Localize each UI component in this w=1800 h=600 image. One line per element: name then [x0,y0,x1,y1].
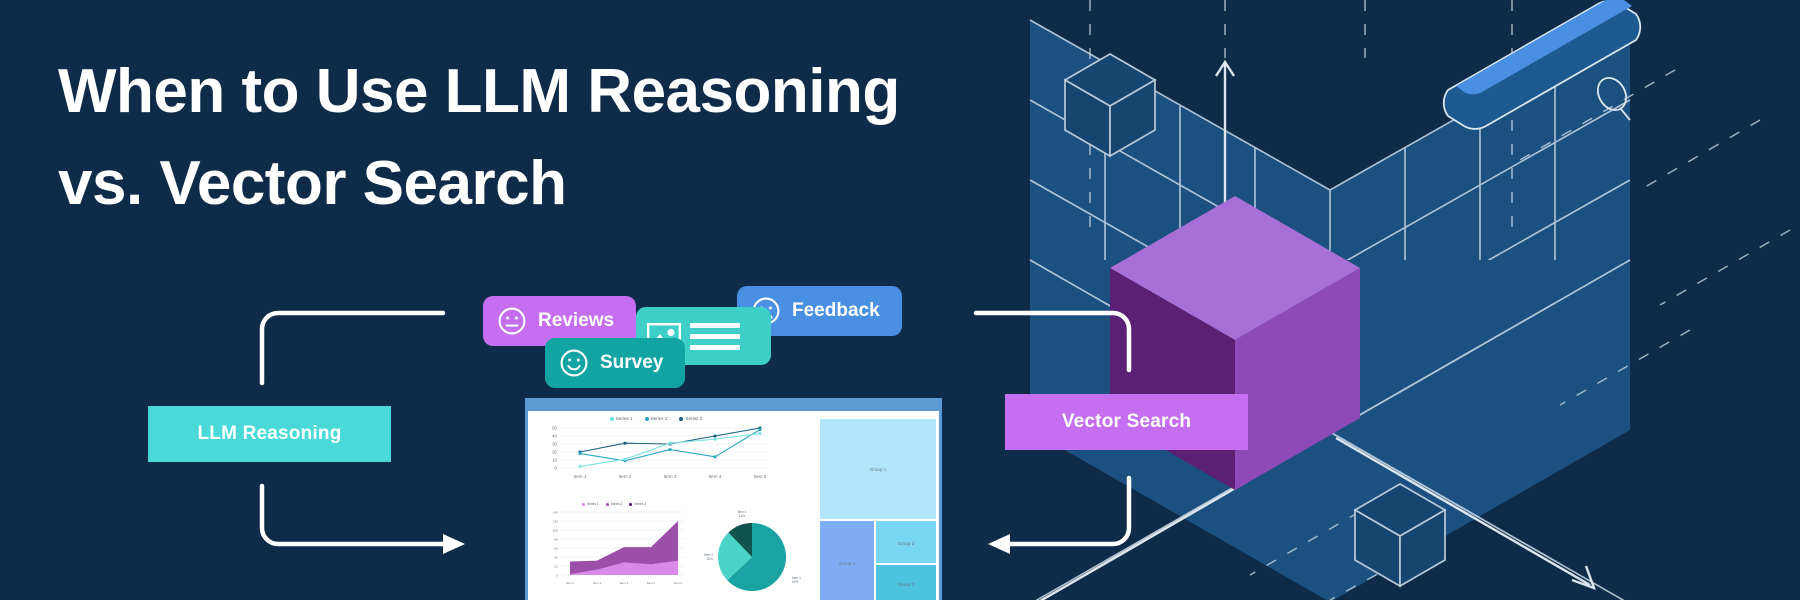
svg-text:26%: 26% [707,557,714,561]
page-title-line-1: When to Use LLM Reasoning [58,57,900,126]
content-card[interactable] [636,307,771,365]
data-cube [1110,196,1360,490]
legend-item: Series 2 [605,502,622,507]
iso-search-bar [1442,0,1642,130]
magnifier-icon [1596,77,1631,121]
svg-text:80: 80 [555,538,559,542]
dashboard-body: Series 1 Series 2 Series 3 50 40 30 20 1… [528,411,939,600]
treemap-chart[interactable]: Group 1 Group 4 Group 2 Group 3 [820,419,936,600]
axis-arrow-right-icon [1335,436,1597,591]
svg-text:100: 100 [553,529,558,533]
svg-text:Item 3: Item 3 [664,474,677,479]
llm-reasoning-box[interactable]: LLM Reasoning [148,406,391,462]
page-title: When to Use LLM Reasoning vs. Vector Sea… [58,46,1008,230]
svg-text:Item 1: Item 1 [792,576,801,580]
dashed-guides [1089,0,1791,600]
svg-text:140: 140 [553,511,558,515]
svg-text:20: 20 [555,565,559,569]
neutral-face-icon [498,307,526,335]
pie-chart[interactable]: Item 3 12% Item 2 26% Item 1 62% [696,503,814,600]
svg-text:Item 2: Item 2 [593,581,602,585]
line-chart[interactable]: Series 1 Series 2 Series 3 50 40 30 20 1… [540,416,772,495]
pie-chart-plot: Item 3 12% Item 2 26% Item 1 62% [704,510,801,591]
svg-text:Item 3: Item 3 [620,581,629,585]
source-pill-survey[interactable]: Survey [545,338,686,388]
legend-item: Series 2 [644,416,667,422]
source-pill-reviews[interactable]: Reviews [483,296,637,346]
svg-text:0: 0 [556,574,558,578]
svg-text:Item 5: Item 5 [754,474,767,479]
legend-item: Series 3 [629,502,646,507]
arrow-right-icon [443,534,465,554]
legend-item: Series 1 [581,502,599,507]
svg-text:Group 1: Group 1 [870,467,887,472]
connector-left-bottom [259,483,451,547]
page-title-line-2: vs. Vector Search [58,148,567,218]
svg-text:40: 40 [555,556,559,560]
svg-text:Group 3: Group 3 [898,582,915,587]
happy-face-icon [560,349,588,377]
svg-text:20: 20 [552,449,557,454]
source-pill-label: Survey [600,352,664,373]
svg-text:10: 10 [552,457,557,462]
source-pill-label: Feedback [792,300,880,321]
area-chart-plot: 140 120 100 80 60 40 20 0 [553,511,684,585]
treemap-plot: Group 1 Group 4 Group 2 Group 3 [820,419,936,600]
isometric-illustration [1000,0,1800,600]
svg-text:50: 50 [552,425,557,430]
svg-text:Item 1: Item 1 [566,581,575,585]
line-chart-legend: Series 1 Series 2 Series 3 [540,416,772,422]
svg-text:Item 5: Item 5 [674,581,683,585]
vector-search-box[interactable]: Vector Search [1005,394,1248,450]
svg-text:Item 1: Item 1 [574,474,587,479]
area-chart[interactable]: Series 1 Series 2 Series 3 140 120 100 8… [540,502,688,600]
svg-text:Item 2: Item 2 [619,474,632,479]
llm-reasoning-label: LLM Reasoning [197,423,342,444]
svg-text:120: 120 [553,520,558,524]
vector-search-label: Vector Search [1061,411,1192,432]
svg-text:62%: 62% [792,580,799,584]
svg-text:30: 30 [552,441,557,446]
svg-text:0: 0 [555,465,558,470]
svg-text:12%: 12% [739,514,746,518]
connector-left-top [259,310,446,386]
legend-item: Series 3 [679,416,702,422]
svg-text:Group 2: Group 2 [898,541,915,546]
svg-text:Item 3: Item 3 [738,510,747,514]
dashboard-titlebar [528,398,939,411]
svg-text:Item 2: Item 2 [704,553,713,557]
area-chart-legend: Series 1 Series 2 Series 3 [540,502,688,507]
small-wireframe-cube-2 [1353,483,1447,588]
line-chart-plot: 50 40 30 20 10 0 [552,425,767,479]
svg-text:40: 40 [552,433,557,438]
svg-text:Item 4: Item 4 [647,581,656,585]
small-wireframe-cube-1 [1063,53,1157,158]
analytics-dashboard[interactable]: Series 1 Series 2 Series 3 50 40 30 20 1… [525,398,942,600]
svg-text:Group 4: Group 4 [839,561,856,566]
legend-item: Series 1 [609,416,633,422]
text-lines [690,322,740,350]
svg-text:Item 4: Item 4 [709,474,722,479]
source-pill-label: Reviews [538,310,615,331]
svg-text:60: 60 [555,547,559,551]
